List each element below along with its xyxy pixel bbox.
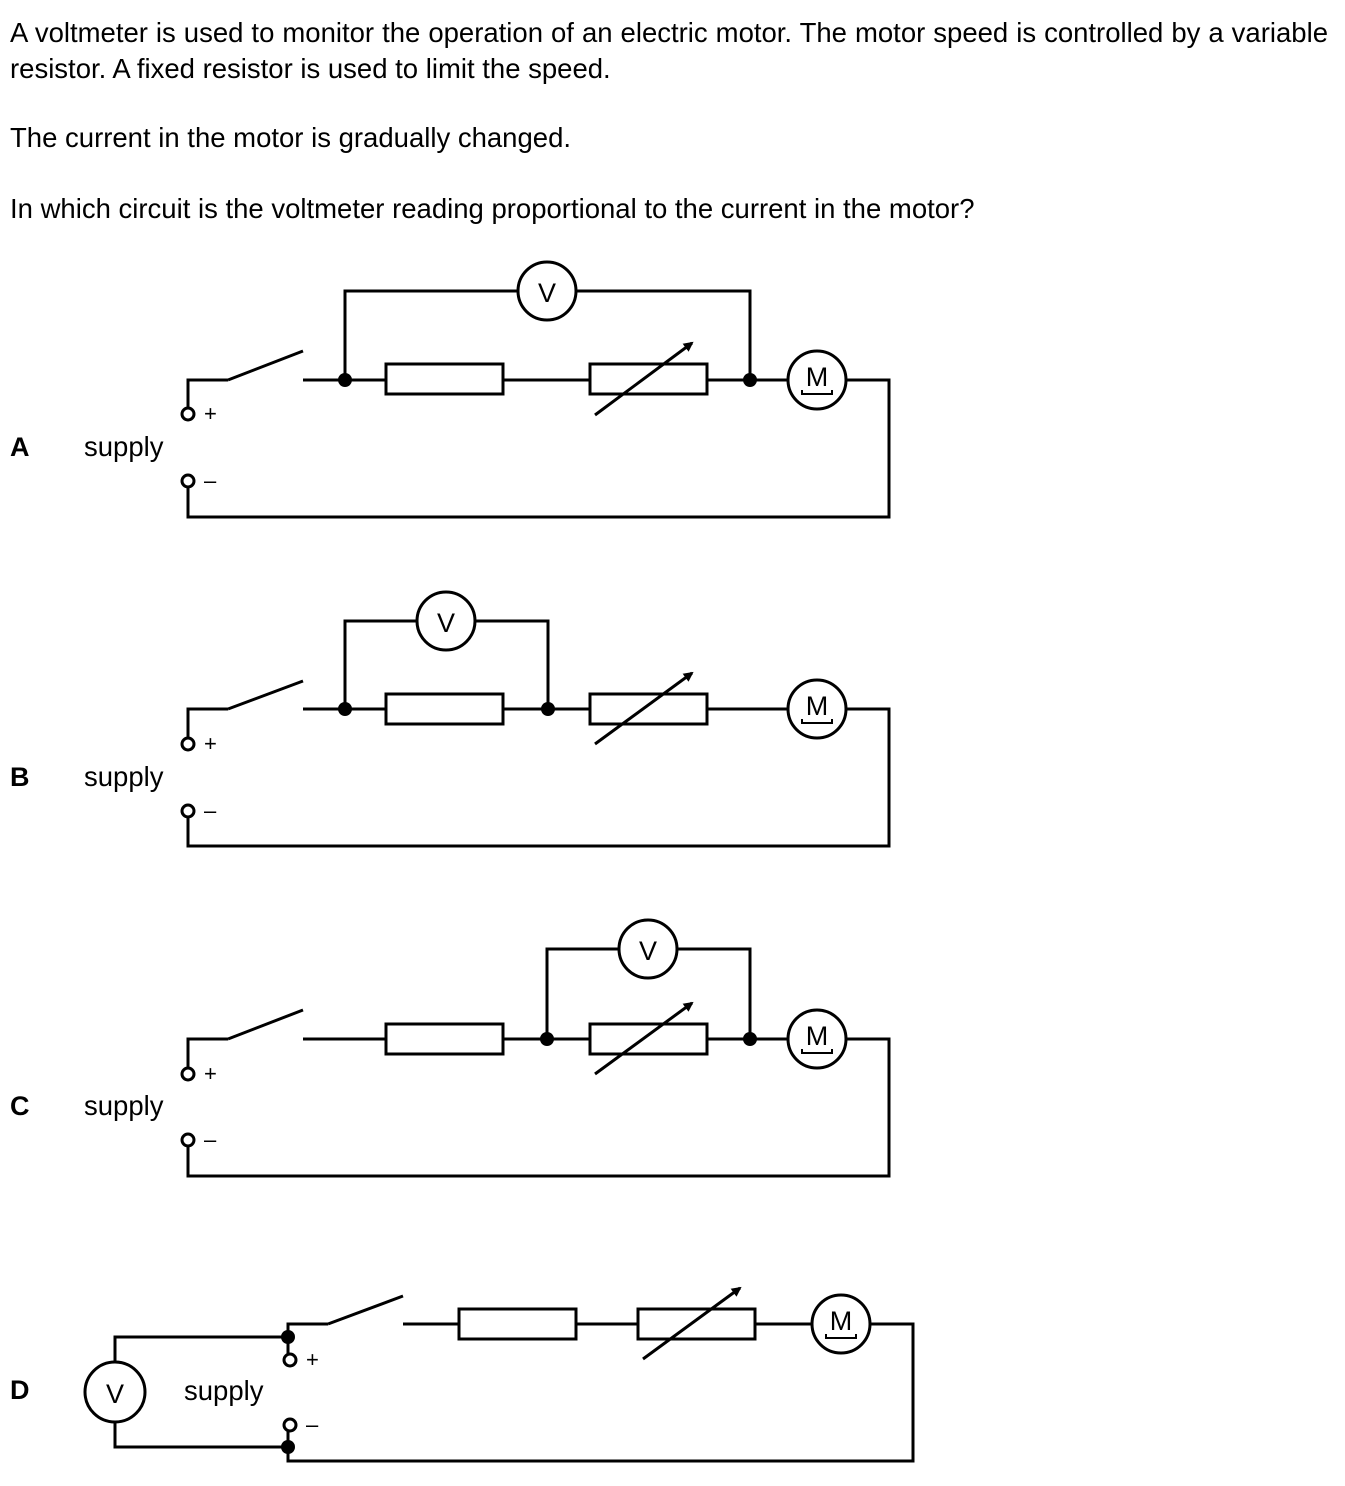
junction-dot: [743, 1032, 757, 1046]
circuit-option-c[interactable]: C supply + V M –: [10, 918, 891, 1178]
voltmeter: [415, 590, 477, 652]
positive-terminal: [282, 1352, 298, 1368]
option-letter-c: C: [10, 1091, 30, 1121]
motor-underline: [801, 719, 833, 724]
voltmeter-label: V: [639, 936, 657, 966]
supply-label: supply: [184, 1375, 264, 1406]
junction-dot: [338, 373, 352, 387]
variable-resistor-arrow: [594, 341, 694, 417]
junction-dot: [338, 702, 352, 716]
fixed-resistor: [384, 362, 505, 396]
motor-label: M: [806, 362, 829, 392]
negative-terminal: [180, 803, 196, 819]
supply-label: supply: [84, 761, 164, 792]
negative-terminal: [282, 1417, 298, 1433]
positive-terminal: [180, 1066, 196, 1082]
voltmeter-label: V: [437, 608, 455, 638]
voltmeter: [516, 260, 578, 322]
motor-label: M: [830, 1306, 853, 1336]
plus-sign: +: [204, 1061, 217, 1086]
positive-terminal: [180, 736, 196, 752]
motor-label: M: [806, 1021, 829, 1051]
circuit-option-a[interactable]: A supply + V M –: [10, 260, 891, 519]
positive-terminal: [180, 406, 196, 422]
variable-resistor-arrow: [642, 1286, 742, 1361]
junction-dot: [281, 1330, 295, 1344]
question-statement: The current in the motor is gradually ch…: [10, 122, 571, 153]
supply-label: supply: [84, 1090, 164, 1121]
wire: [186, 378, 891, 519]
motor-underline: [825, 1334, 857, 1339]
junction-dot: [541, 702, 555, 716]
minus-sign: –: [204, 798, 217, 823]
fixed-resistor: [384, 1022, 505, 1056]
junction-dot: [540, 1032, 554, 1046]
wire: [186, 707, 228, 738]
fixed-resistor: [457, 1307, 578, 1341]
circuit-option-b[interactable]: B supply + V M –: [10, 590, 891, 848]
wire: [186, 378, 228, 408]
motor-underline: [801, 390, 833, 395]
question-intro: A voltmeter is used to monitor the opera…: [10, 17, 1328, 84]
voltmeter-wire: [113, 1422, 288, 1449]
minus-sign: –: [204, 468, 217, 493]
plus-sign: +: [306, 1347, 319, 1372]
variable-resistor-arrow: [594, 671, 694, 746]
plus-sign: +: [204, 401, 217, 426]
switch: [227, 349, 304, 382]
voltmeter-wire: [113, 1335, 288, 1362]
voltmeter: [617, 918, 679, 980]
variable-resistor: [636, 1307, 757, 1341]
minus-sign: –: [306, 1412, 319, 1437]
supply-label: supply: [84, 431, 164, 462]
switch: [327, 1294, 404, 1326]
variable-resistor: [588, 362, 709, 396]
variable-resistor: [588, 1022, 709, 1056]
minus-sign: –: [204, 1127, 217, 1152]
wire: [186, 1037, 891, 1178]
plus-sign: +: [204, 731, 217, 756]
option-letter-b: B: [10, 762, 30, 792]
junction-dot: [281, 1440, 295, 1454]
voltmeter-label: V: [106, 1379, 124, 1409]
circuit-option-d[interactable]: D supply V + M –: [10, 1286, 915, 1463]
wire: [186, 707, 891, 848]
switch: [227, 1008, 304, 1041]
variable-resistor-arrow: [594, 1001, 694, 1076]
junction-dot: [743, 373, 757, 387]
motor-label: M: [806, 691, 829, 721]
wire: [186, 1037, 228, 1068]
negative-terminal: [180, 1132, 196, 1148]
switch: [227, 679, 304, 711]
question-prompt: In which circuit is the voltmeter readin…: [10, 193, 975, 224]
variable-resistor: [588, 692, 709, 726]
option-letter-d: D: [10, 1375, 30, 1405]
voltmeter-label: V: [538, 278, 556, 308]
motor-underline: [801, 1049, 833, 1054]
fixed-resistor: [384, 692, 505, 726]
option-letter-a: A: [10, 432, 30, 462]
negative-terminal: [180, 473, 196, 489]
